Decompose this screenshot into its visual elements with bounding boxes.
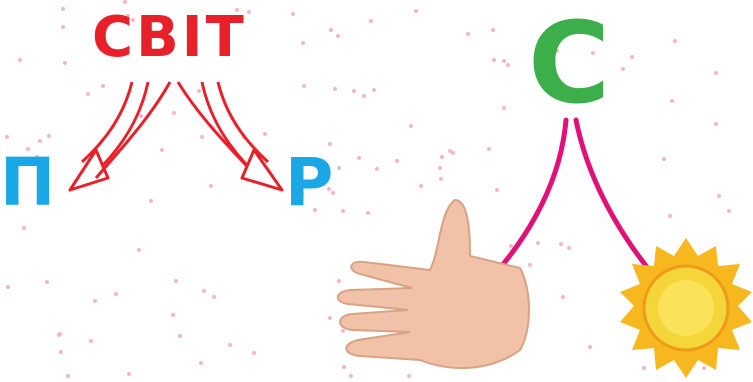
red-arrow-mid-icon [96,82,258,178]
red-arrow-right-icon [202,82,282,190]
hand-icon [338,200,529,368]
red-arrow-left-icon [70,82,148,190]
